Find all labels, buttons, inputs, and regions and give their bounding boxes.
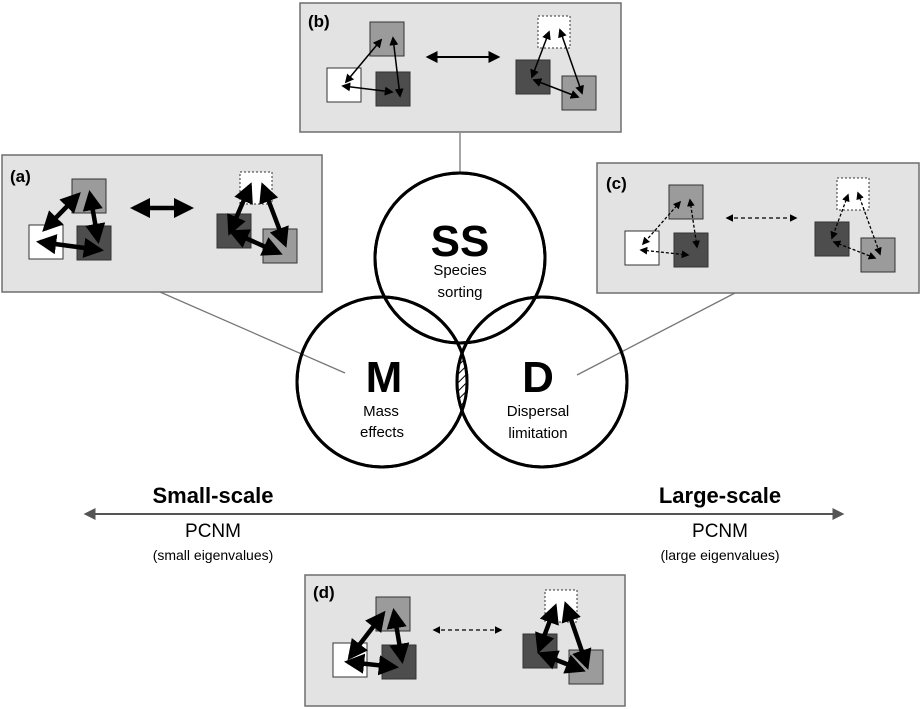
panel-a: (a) bbox=[1, 154, 323, 293]
scale-axis: Small-scale PCNM (small eigenvalues) Lar… bbox=[83, 483, 845, 563]
scale-left-pcnm: PCNM bbox=[185, 521, 241, 542]
dispersal-arrow bbox=[537, 650, 586, 674]
scale-right-pcnm: PCNM bbox=[692, 521, 748, 542]
venn-m-letter: M bbox=[366, 353, 403, 402]
panel-b-community-right bbox=[515, 15, 597, 111]
dispersal-arrow bbox=[42, 192, 81, 232]
venn-ss-line2: sorting bbox=[437, 284, 482, 301]
panel-a-label: (a) bbox=[10, 167, 31, 186]
venn-ss-line1: Species bbox=[433, 262, 486, 279]
dispersal-arrow bbox=[347, 610, 386, 661]
panel-d-community-right bbox=[522, 589, 604, 685]
panel-a-community-left bbox=[28, 178, 112, 261]
dispersal-arrow bbox=[341, 82, 394, 96]
venn-ss-letter: SS bbox=[431, 217, 490, 266]
panel-b: (b) bbox=[299, 2, 622, 133]
panel-a-community-right bbox=[216, 171, 298, 264]
patch-dark bbox=[673, 232, 709, 268]
patch-dark bbox=[76, 225, 112, 261]
patch-light bbox=[668, 184, 704, 220]
patch-white bbox=[624, 230, 660, 266]
dispersal-arrow bbox=[530, 30, 551, 79]
venn-m-line1: Mass bbox=[363, 403, 399, 420]
venn-m-line2: effects bbox=[360, 424, 404, 441]
venn-d-letter: D bbox=[522, 353, 554, 402]
dispersal-arrow bbox=[389, 36, 404, 98]
scale-right-title: Large-scale bbox=[659, 483, 781, 508]
panel-d-community-left bbox=[332, 596, 417, 680]
panel-b-label: (b) bbox=[308, 12, 330, 31]
dispersal-arrow bbox=[343, 653, 400, 676]
panel-c-community-left bbox=[624, 184, 709, 268]
dispersal-arrow bbox=[687, 198, 700, 249]
connector-line-c bbox=[576, 292, 736, 376]
dispersal-arrow bbox=[535, 603, 559, 654]
patch-light bbox=[369, 21, 405, 57]
patch-white bbox=[326, 67, 362, 103]
dispersal-arrow bbox=[641, 200, 682, 246]
scale-right-sub: (large eigenvalues) bbox=[660, 547, 779, 563]
venn-diagram: SS Species sorting M Mass effects D Disp… bbox=[295, 171, 629, 469]
dispersal-arrow bbox=[856, 191, 882, 256]
panel-d-label: (d) bbox=[313, 583, 335, 602]
dispersal-arrow bbox=[344, 38, 383, 84]
dispersal-arrow bbox=[832, 240, 877, 260]
panel-c-community-right bbox=[814, 177, 896, 273]
dispersal-arrow bbox=[830, 193, 850, 240]
patch-dark bbox=[522, 633, 558, 669]
dispersal-arrow bbox=[82, 190, 106, 244]
venn-d-line2: limitation bbox=[508, 425, 567, 442]
patch-dark bbox=[515, 59, 551, 95]
dispersal-arrow bbox=[228, 229, 283, 256]
patch-light bbox=[860, 237, 896, 273]
dispersal-arrow bbox=[639, 246, 690, 259]
connector-line-a bbox=[159, 291, 346, 374]
panel-d: (d) bbox=[304, 574, 626, 707]
panel-c-label: (c) bbox=[606, 174, 627, 193]
dispersal-arrow bbox=[35, 234, 105, 258]
panel-b-community-left bbox=[326, 21, 411, 107]
patch-dark bbox=[814, 221, 850, 257]
scale-left-sub: (small eigenvalues) bbox=[153, 547, 274, 563]
panel-c: (c) bbox=[596, 162, 920, 294]
venn-d-line1: Dispersal bbox=[507, 403, 570, 420]
scale-left-title: Small-scale bbox=[152, 483, 273, 508]
patch-dark bbox=[375, 71, 411, 107]
patch-white bbox=[836, 177, 870, 211]
dispersal-arrow bbox=[532, 78, 580, 99]
dispersal-arrow bbox=[227, 182, 253, 236]
dispersal-arrow bbox=[386, 608, 410, 664]
